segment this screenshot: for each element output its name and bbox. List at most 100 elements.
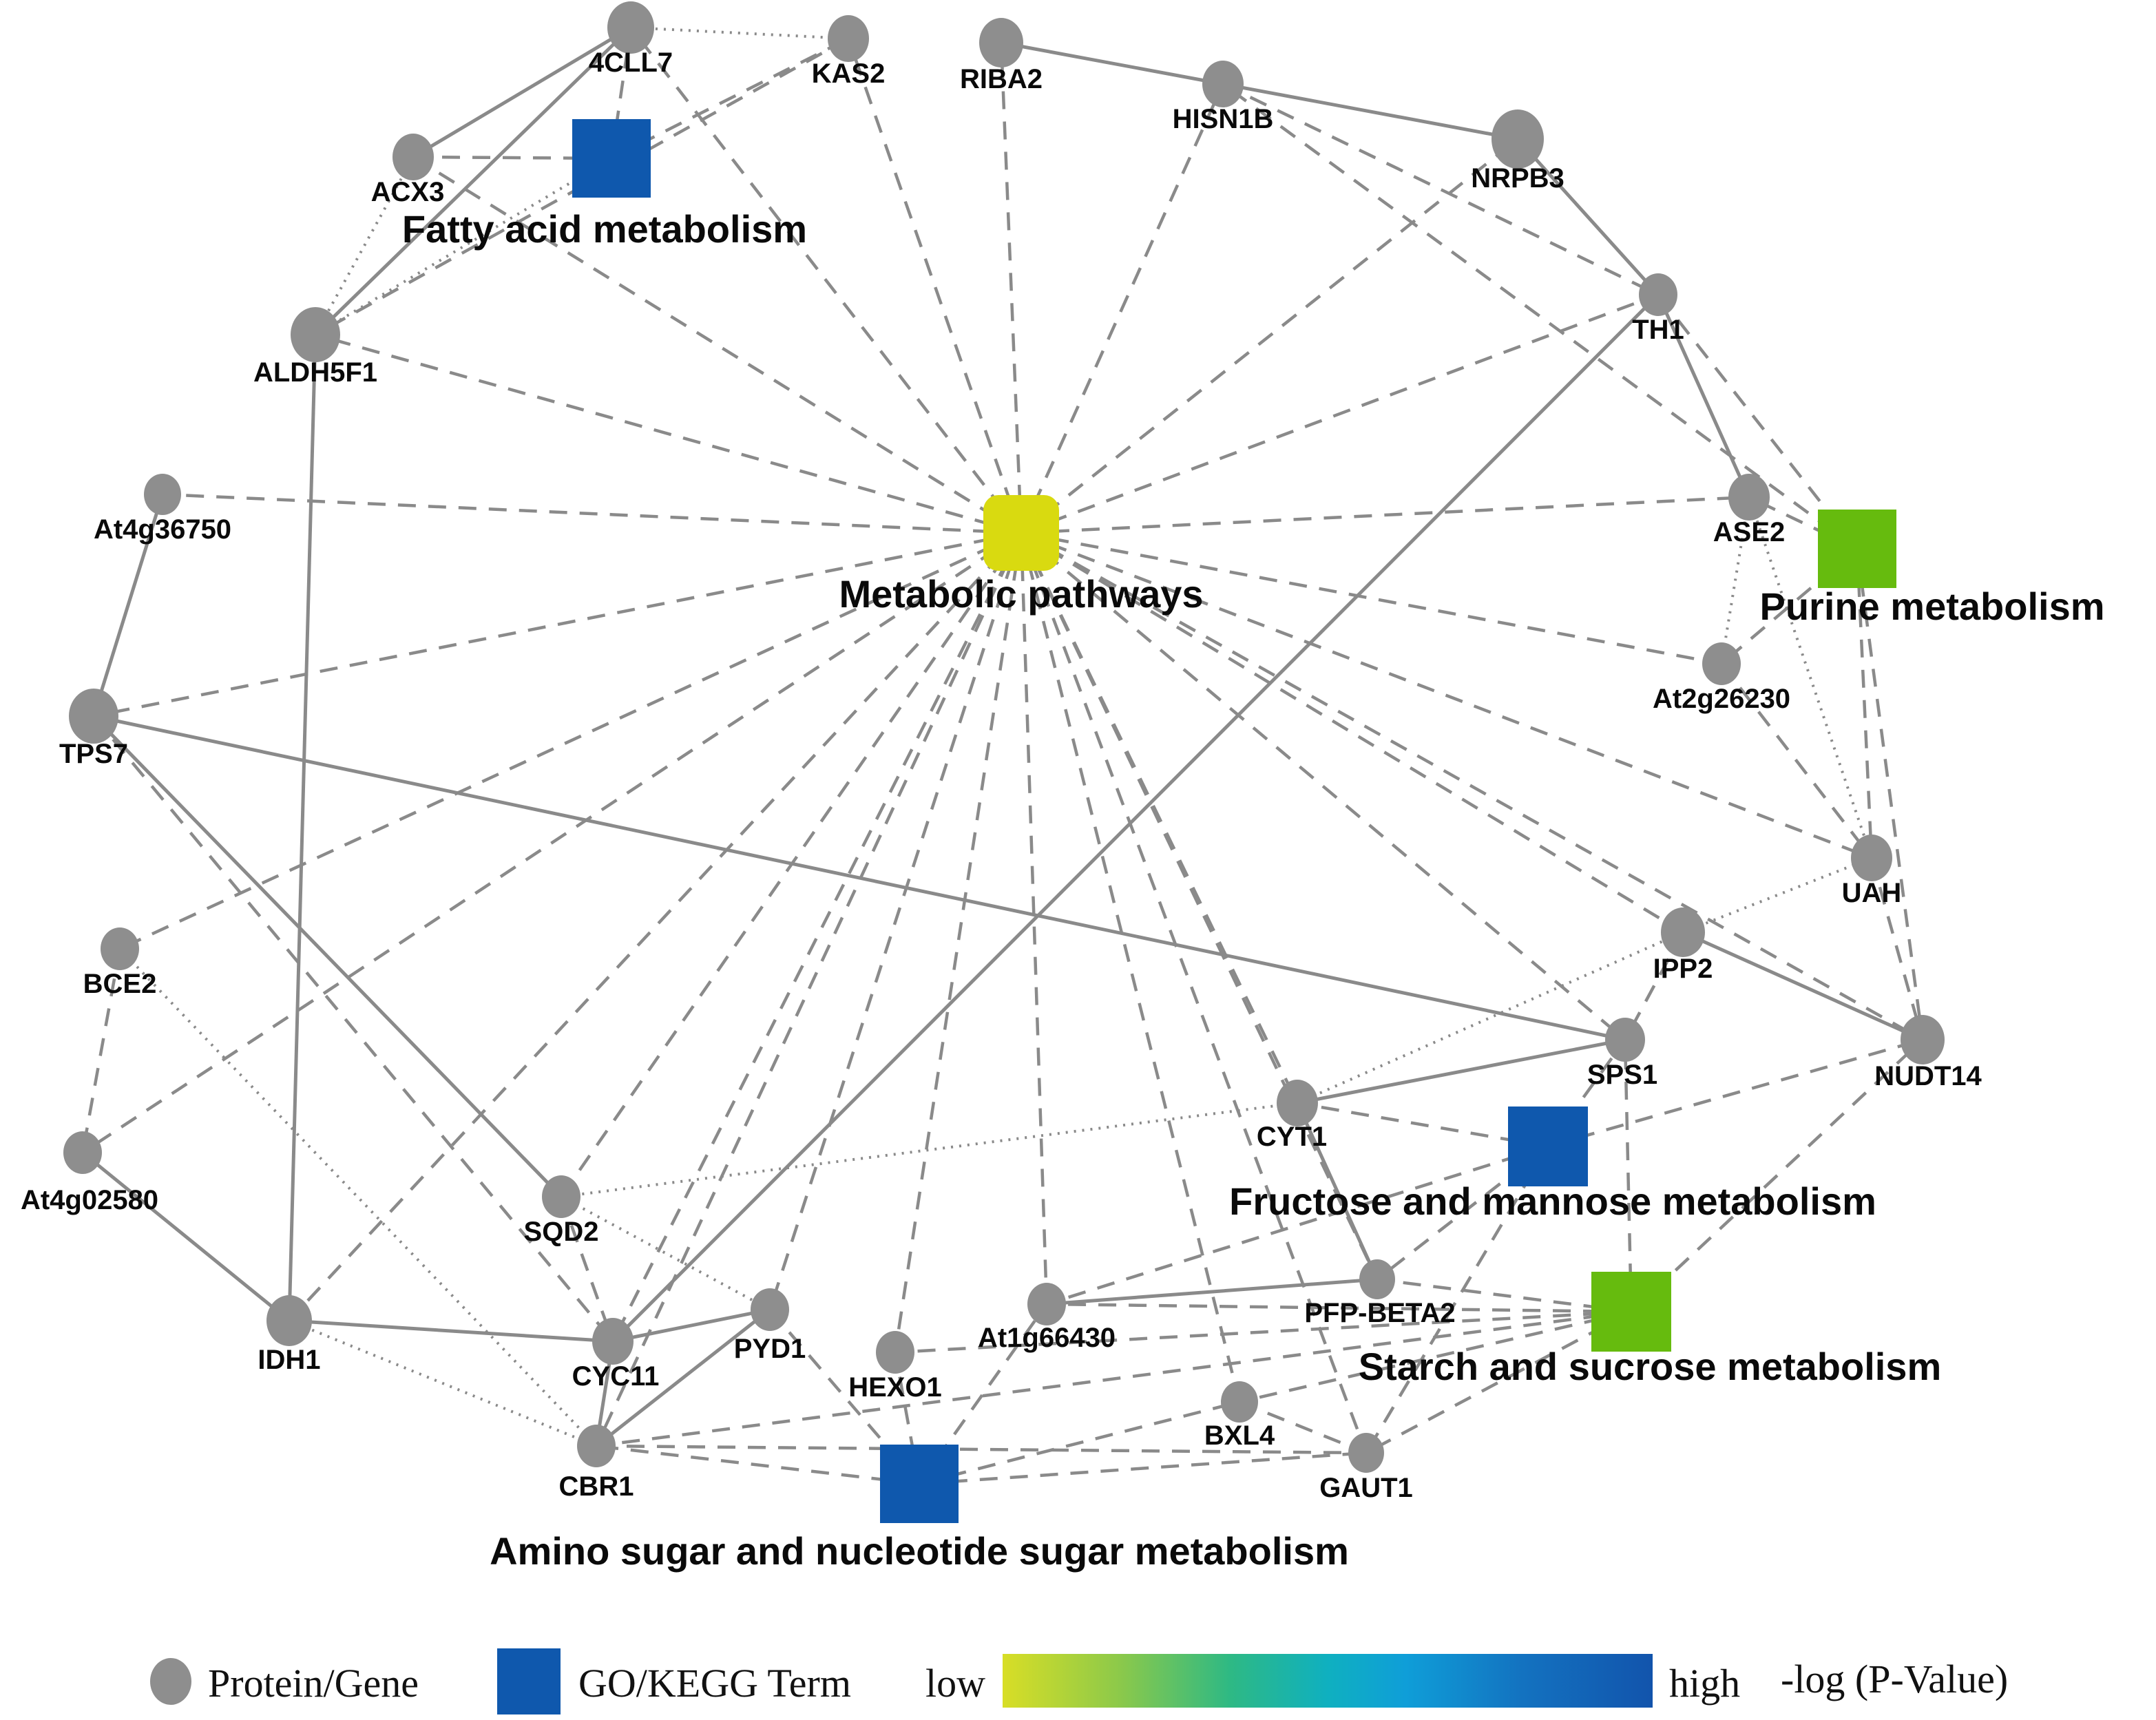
node-label-NRPB3: NRPB3 — [1471, 163, 1564, 193]
pvalue-gradient-bar — [1003, 1654, 1653, 1708]
edge-PU-NUDT14 — [1855, 548, 1925, 1040]
edge-SQD2-CYC11 — [559, 1196, 615, 1342]
node-SPS1[interactable] — [1605, 1018, 1645, 1062]
node-TH1[interactable] — [1639, 273, 1677, 316]
edge-SS-CBR1 — [596, 1310, 1632, 1448]
edge-CYT1-PFP-BETA2 — [1295, 1102, 1379, 1281]
node-ASE2[interactable] — [1728, 474, 1770, 521]
edge-layer — [81, 25, 1925, 1486]
node-label-CYT1: CYT1 — [1257, 1122, 1327, 1152]
go-kegg-legend-label: GO/KEGG Term — [578, 1661, 851, 1706]
node-label-4CLL7: 4CLL7 — [589, 48, 673, 78]
node-KAS2[interactable] — [828, 15, 869, 62]
node-GAUT1[interactable] — [1348, 1433, 1384, 1473]
protein-gene-legend-label: Protein/Gene — [208, 1661, 419, 1706]
node-ALDH5F1[interactable] — [291, 307, 340, 362]
node-UAH[interactable] — [1851, 835, 1892, 881]
edge-SS-GAUT1 — [1365, 1310, 1633, 1454]
edge-MP-TH1 — [1021, 293, 1659, 535]
node-At4g02580[interactable] — [63, 1131, 102, 1174]
edge-BCE2-CBR1 — [118, 947, 598, 1447]
node-CBR1[interactable] — [577, 1425, 616, 1467]
edge-SS-BXL4 — [1239, 1310, 1632, 1404]
edge-MP-ALDH5F1 — [315, 333, 1022, 535]
node-HISN1B[interactable] — [1202, 61, 1244, 107]
node-NRPB3[interactable] — [1492, 109, 1544, 169]
term-node-FA[interactable] — [572, 119, 651, 198]
node-label-At4g02580: At4g02580 — [21, 1185, 158, 1215]
node-PFP-BETA2[interactable] — [1359, 1259, 1395, 1299]
node-TPS7[interactable] — [69, 689, 118, 744]
edge-At2g26230-UAH — [1720, 662, 1873, 859]
term-label-PU: Purine metabolism — [1759, 585, 2104, 628]
term-label-FM: Fructose and mannose metabolism — [1229, 1179, 1876, 1223]
edge-CYT1-SQD2 — [561, 1102, 1298, 1198]
edge-NRPB3-TH1 — [1516, 138, 1660, 296]
term-node-SS[interactable] — [1591, 1272, 1671, 1352]
term-label-SS: Starch and sucrose metabolism — [1359, 1345, 1942, 1388]
node-ACX3[interactable] — [393, 134, 434, 180]
edge-SS-PFP-BETA2 — [1377, 1277, 1632, 1314]
edge-MP-RIBA2 — [999, 42, 1023, 534]
node-CYT1[interactable] — [1277, 1080, 1318, 1126]
node-label-NUDT14: NUDT14 — [1874, 1061, 1982, 1091]
edge-IDH1-CBR1 — [289, 1319, 597, 1447]
edge-MP-HEXO1 — [893, 532, 1023, 1353]
term-node-PU[interactable] — [1818, 510, 1896, 588]
node-label-HISN1B: HISN1B — [1173, 104, 1274, 134]
edge-AS-HEXO1 — [893, 1352, 921, 1485]
node-CYC11[interactable] — [592, 1318, 634, 1365]
node-BCE2[interactable] — [101, 927, 139, 970]
node-label-PYD1: PYD1 — [734, 1334, 806, 1364]
edge-FM-At1g66430 — [1046, 1144, 1549, 1306]
node-label-At1g66430: At1g66430 — [978, 1323, 1116, 1353]
edge-MP-IDH1 — [288, 532, 1023, 1322]
edge-SS-HEXO1 — [894, 1310, 1632, 1354]
edge-FM-NUDT14 — [1547, 1038, 1923, 1149]
node-IPP2[interactable] — [1661, 908, 1705, 957]
node-label-UAH: UAH — [1842, 878, 1902, 908]
term-node-MP[interactable] — [983, 495, 1059, 571]
node-label-SPS1: SPS1 — [1587, 1060, 1657, 1090]
node-label-BCE2: BCE2 — [83, 969, 157, 999]
edge-CYT1-SPS1 — [1297, 1038, 1626, 1105]
edge-SS-At1g66430 — [1046, 1302, 1632, 1314]
edge-PYD1-CBR1 — [595, 1308, 771, 1447]
node-label-TH1: TH1 — [1632, 315, 1684, 345]
node-label-IDH1: IDH1 — [258, 1345, 320, 1375]
edge-TPS7-SQD2 — [92, 715, 563, 1198]
node-RIBA2[interactable] — [979, 18, 1023, 67]
node-BXL4[interactable] — [1221, 1381, 1258, 1423]
node-IDH1[interactable] — [266, 1295, 312, 1346]
edge-TPS7-CYC11 — [92, 715, 614, 1343]
edge-MP-NRPB3 — [1020, 138, 1519, 534]
gradient-high-label: high — [1669, 1661, 1740, 1706]
node-PYD1[interactable] — [751, 1288, 789, 1331]
node-label-At4g36750: At4g36750 — [94, 514, 231, 545]
node-SQD2[interactable] — [542, 1175, 580, 1218]
node-label-CBR1: CBR1 — [559, 1471, 634, 1502]
node-At2g26230[interactable] — [1702, 642, 1741, 685]
edge-HISN1B-NRPB3 — [1222, 82, 1518, 141]
node-NUDT14[interactable] — [1901, 1015, 1945, 1064]
gradient-low-label: low — [925, 1661, 985, 1706]
edge-CYC11-PYD1 — [612, 1308, 771, 1343]
node-label-KAS2: KAS2 — [812, 59, 886, 89]
edge-MP-PYD1 — [768, 532, 1023, 1310]
node-label-TPS7: TPS7 — [59, 739, 128, 769]
term-node-AS[interactable] — [880, 1445, 959, 1523]
node-At4g36750[interactable] — [144, 474, 181, 515]
edge-MP-KAS2 — [846, 38, 1023, 534]
edge-TPS7-SPS1 — [93, 714, 1626, 1042]
edge-BXL4-GAUT1 — [1239, 1400, 1367, 1455]
term-node-FM[interactable] — [1508, 1107, 1588, 1186]
edge-MP-IPP2 — [1020, 532, 1684, 934]
node-At1g66430[interactable] — [1027, 1283, 1066, 1325]
node-label-At2g26230: At2g26230 — [1653, 684, 1790, 714]
node-4CLL7[interactable] — [607, 1, 654, 54]
edge-PU-TH1 — [1657, 293, 1859, 550]
node-HEXO1[interactable] — [876, 1331, 914, 1374]
edge-ALDH5F1-IDH1 — [287, 334, 317, 1321]
